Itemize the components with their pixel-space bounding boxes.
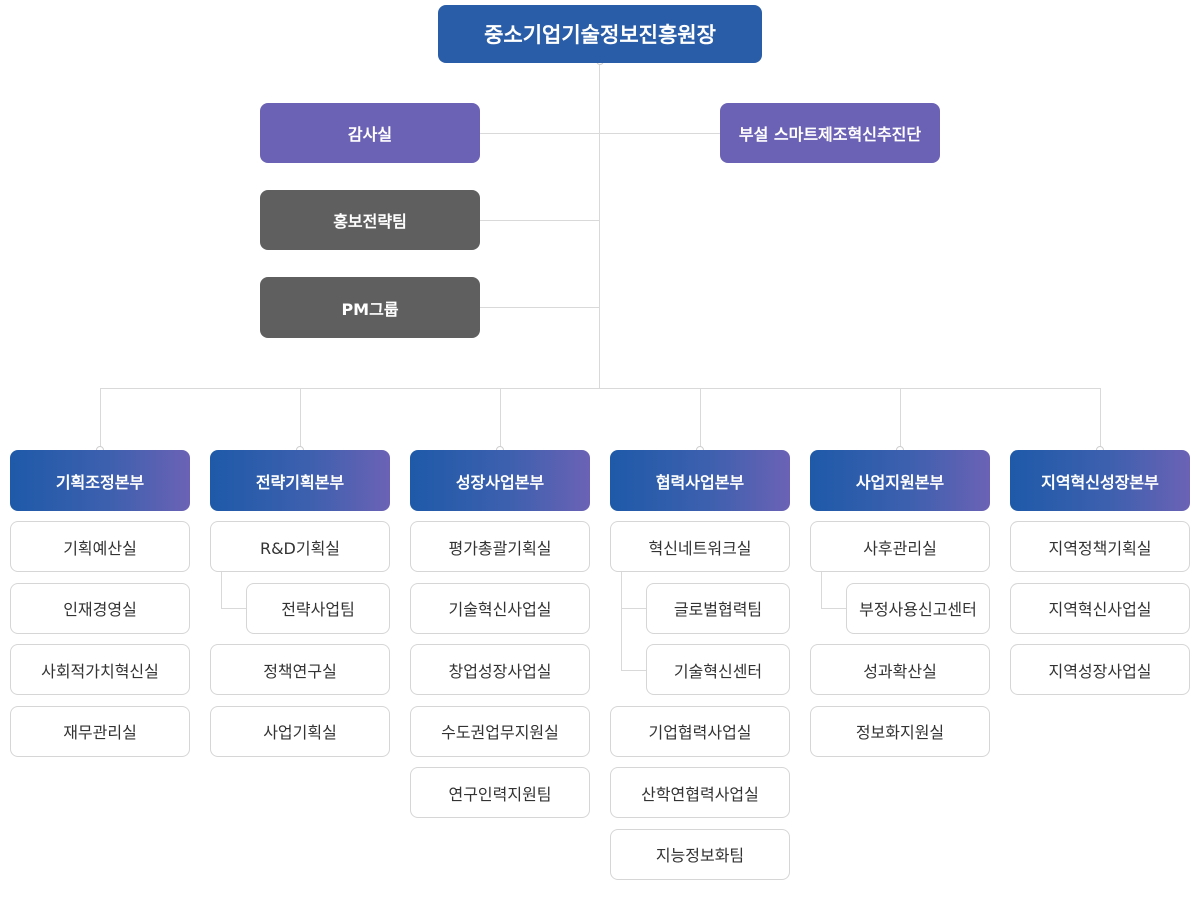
root-node: 중소기업기술정보진흥원장 — [438, 5, 762, 63]
sub-unit-connector — [821, 608, 846, 609]
unit-box: 창업성장사업실 — [410, 644, 590, 695]
trunk-line — [599, 63, 600, 389]
division-drop-line — [699, 388, 701, 450]
unit-box: 산학연협력사업실 — [610, 767, 790, 818]
unit-box: 인재경영실 — [10, 582, 190, 634]
division-drop-line — [899, 388, 901, 450]
staff-connector-3 — [480, 307, 600, 308]
staff-connector-top — [480, 133, 720, 134]
unit-box: 재무관리실 — [10, 705, 190, 757]
division-1: 기획조정본부 — [10, 450, 190, 511]
division-drop-line — [99, 388, 101, 450]
division-4: 협력사업본부 — [610, 450, 790, 511]
unit-box: 기술혁신사업실 — [410, 582, 590, 634]
staff-audit-office: 감사실 — [260, 103, 480, 163]
staff-smart-manufacturing-unit: 부설 스마트제조혁신추진단 — [720, 103, 940, 163]
staff-connector-2 — [480, 220, 600, 221]
unit-box: 수도권업무지원실 — [410, 705, 590, 757]
division-drop-line — [299, 388, 301, 450]
unit-box: 지능정보화팀 — [610, 828, 790, 880]
unit-box: 지역성장사업실 — [1010, 644, 1190, 695]
unit-box: 사후관리실 — [810, 521, 990, 572]
sub-unit-vertical-line — [221, 572, 222, 608]
sub-unit-vertical-line — [621, 572, 622, 670]
unit-box: 정보화지원실 — [810, 705, 990, 757]
unit-box: 평가총괄기획실 — [410, 521, 590, 572]
unit-box: 성과확산실 — [810, 644, 990, 695]
division-3: 성장사업본부 — [410, 450, 590, 511]
sub-unit-box: 부정사용신고센터 — [846, 582, 990, 634]
sub-unit-connector — [621, 669, 646, 671]
sub-unit-vertical-line — [821, 572, 822, 608]
division-6: 지역혁신성장본부 — [1010, 450, 1190, 511]
staff-pm-group: PM그룹 — [260, 277, 480, 338]
sub-unit-connector — [221, 608, 246, 609]
unit-box: 연구인력지원팀 — [410, 767, 590, 818]
unit-box: 사업기획실 — [210, 705, 390, 757]
division-2: 전략기획본부 — [210, 450, 390, 511]
division-drop-line — [499, 388, 501, 450]
unit-box: 기획예산실 — [10, 521, 190, 572]
unit-box: 사회적가치혁신실 — [10, 644, 190, 695]
sub-unit-box: 전략사업팀 — [246, 582, 390, 634]
sub-unit-box: 글로벌협력팀 — [646, 582, 790, 634]
unit-box: 지역혁신사업실 — [1010, 582, 1190, 634]
sub-unit-connector — [621, 608, 646, 609]
unit-box: 지역정책기획실 — [1010, 521, 1190, 572]
unit-box: 정책연구실 — [210, 644, 390, 695]
staff-pr-strategy-team: 홍보전략팀 — [260, 190, 480, 250]
division-bus-line — [100, 388, 1101, 389]
division-5: 사업지원본부 — [810, 450, 990, 511]
sub-unit-box: 기술혁신센터 — [646, 644, 790, 695]
unit-box: 기업협력사업실 — [610, 705, 790, 757]
unit-box: 혁신네트워크실 — [610, 521, 790, 572]
division-drop-line — [1099, 388, 1101, 450]
unit-box: R&D기획실 — [210, 521, 390, 572]
